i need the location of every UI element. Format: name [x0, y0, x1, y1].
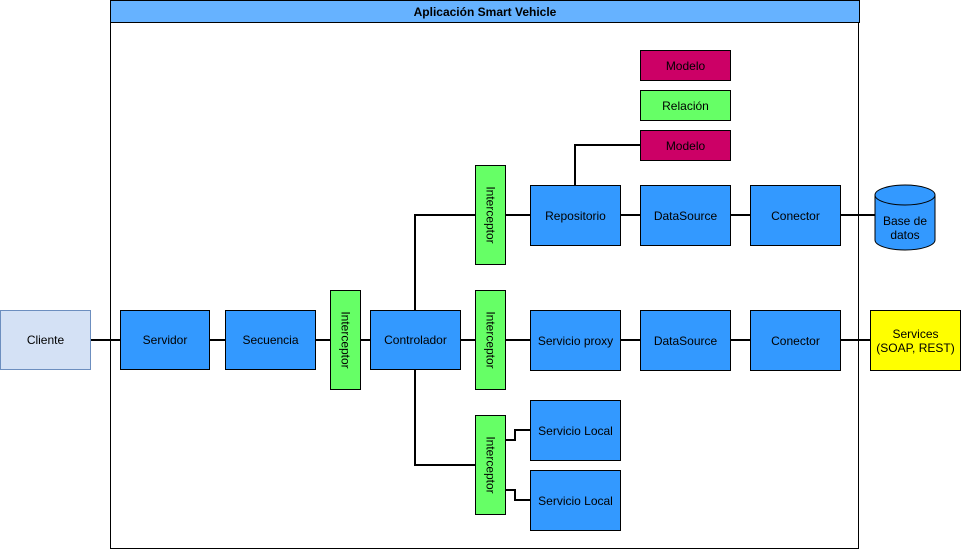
edge-controlador-interceptor-top [414, 214, 475, 310]
edge-repositorio-modelo [574, 144, 640, 185]
servicio-local-1-node[interactable]: Servicio Local [530, 400, 621, 461]
edge-controlador-interceptor-bot [414, 370, 475, 466]
application-title: Aplicación Smart Vehicle [110, 0, 860, 23]
conector-mid-node[interactable]: Conector [750, 310, 841, 371]
modelo-bottom-node[interactable]: Modelo [640, 130, 731, 161]
interceptor-main-node[interactable]: Interceptor [330, 290, 361, 390]
cliente-node[interactable]: Cliente [0, 310, 91, 370]
interceptor-top-node[interactable]: Interceptor [475, 165, 506, 265]
conector-top-node[interactable]: Conector [750, 185, 841, 246]
base-datos-label: Base de datos [882, 213, 928, 242]
database-cylinder[interactable] [874, 184, 936, 251]
interceptor-mid-label: Interceptor [483, 311, 498, 369]
interceptor-mid-node[interactable]: Interceptor [475, 290, 506, 390]
repositorio-node[interactable]: Repositorio [530, 185, 621, 246]
interceptor-bot-node[interactable]: Interceptor [475, 415, 506, 515]
interceptor-bot-label: Interceptor [483, 436, 498, 494]
datasource-mid-node[interactable]: DataSource [640, 310, 731, 371]
datasource-top-node[interactable]: DataSource [640, 185, 731, 246]
edge-interceptor-local2 [505, 489, 530, 501]
interceptor-top-label: Interceptor [483, 186, 498, 244]
modelo-top-node[interactable]: Modelo [640, 50, 731, 81]
servidor-node[interactable]: Servidor [120, 310, 210, 370]
services-node[interactable]: Services (SOAP, REST) [870, 310, 961, 371]
controlador-node[interactable]: Controlador [370, 310, 461, 370]
servicio-proxy-node[interactable]: Servicio proxy [530, 310, 621, 371]
interceptor-main-label: Interceptor [338, 311, 353, 369]
secuencia-node[interactable]: Secuencia [225, 310, 316, 370]
edge-interceptor-local1 [505, 429, 530, 441]
relacion-node[interactable]: Relación [640, 90, 731, 121]
servicio-local-2-node[interactable]: Servicio Local [530, 470, 621, 531]
